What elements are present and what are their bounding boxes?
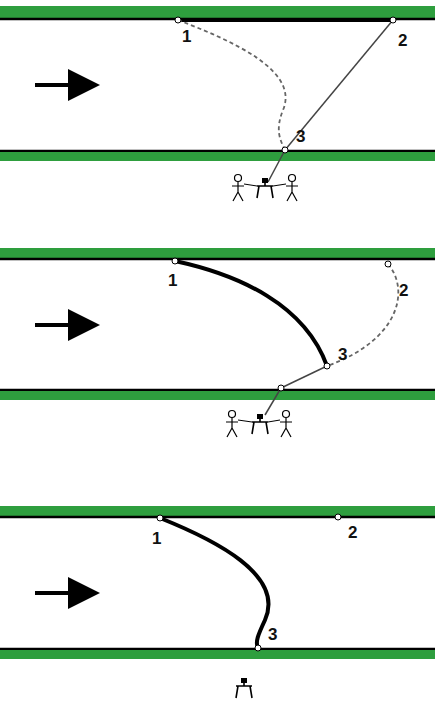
callout-number: 2 bbox=[348, 524, 357, 541]
callout-number: 3 bbox=[338, 346, 347, 363]
panel-1 bbox=[0, 6, 435, 201]
panel-3 bbox=[0, 506, 435, 698]
callout-number: 1 bbox=[182, 28, 191, 45]
callout-number: 2 bbox=[398, 32, 407, 49]
callout-number: 1 bbox=[152, 530, 161, 547]
callout-number: 2 bbox=[399, 282, 408, 299]
callout-number: 1 bbox=[168, 272, 177, 289]
callout-number: 3 bbox=[296, 128, 305, 145]
callout-number: 3 bbox=[268, 626, 277, 643]
panel-2 bbox=[0, 248, 435, 437]
